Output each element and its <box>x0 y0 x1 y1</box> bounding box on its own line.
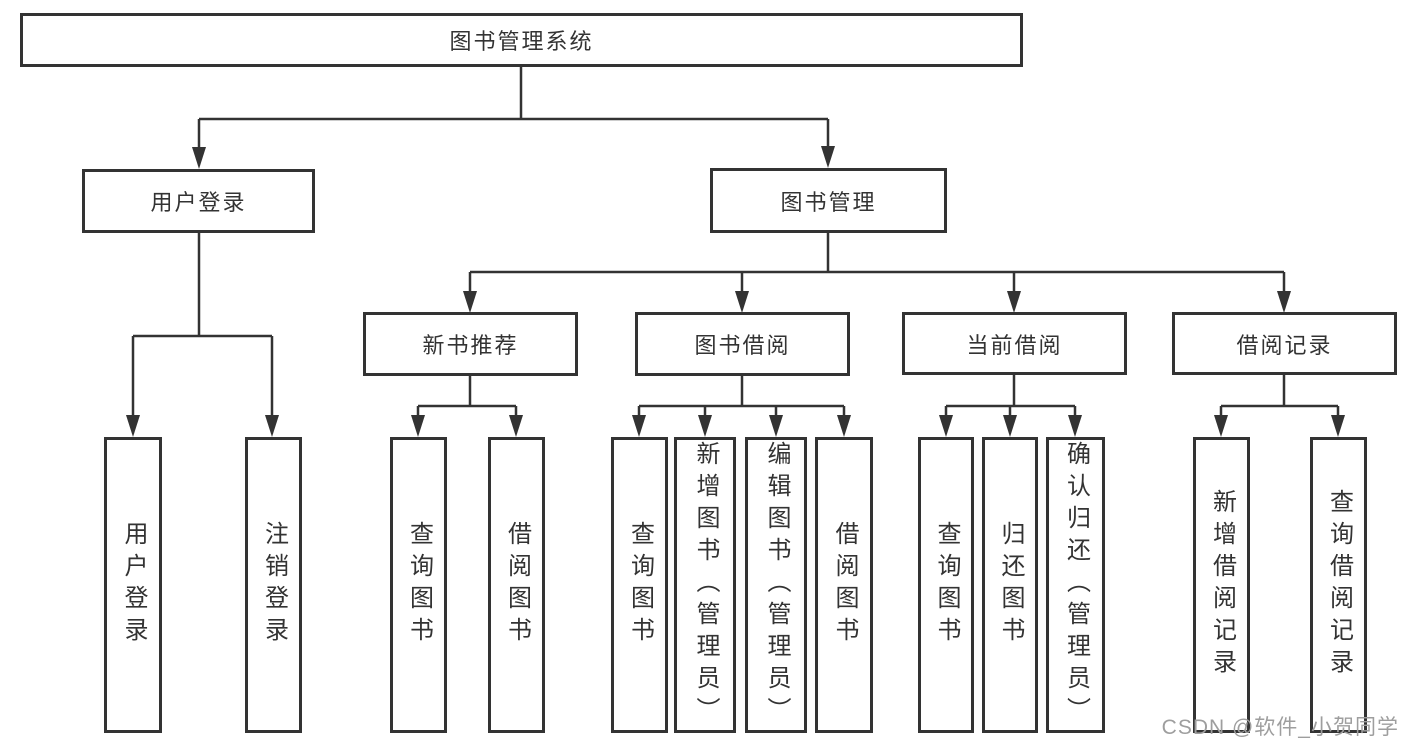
arrowhead-icon <box>1214 415 1228 437</box>
node-label: 新书推荐 <box>422 333 519 358</box>
node-book-borrowing: 图书借阅 <box>635 312 850 376</box>
arrowhead-icon <box>1003 415 1017 437</box>
arrowhead-icon <box>463 291 477 313</box>
node-leaf-return-book: 归还图书 <box>982 437 1038 733</box>
arrowhead-icon <box>698 415 712 437</box>
node-label: 查询图书 <box>626 521 654 649</box>
node-label: 借阅图书 <box>503 521 531 649</box>
arrowhead-icon <box>509 415 523 437</box>
arrowhead-icon <box>939 415 953 437</box>
node-leaf-query-book-3: 查询图书 <box>918 437 974 733</box>
arrowhead-icon <box>632 415 646 437</box>
node-label: 图书管理 <box>780 189 877 215</box>
connector-borrow-records-to-leaves <box>1219 375 1340 420</box>
node-label: 查询借阅记录 <box>1325 489 1353 681</box>
connector-user-login-to-leaves <box>131 233 274 420</box>
arrowhead-icon <box>126 415 140 437</box>
node-root: 图书管理系统 <box>20 13 1023 67</box>
node-leaf-confirm-return-admin: 确认归还（管理员） <box>1046 437 1105 733</box>
node-label: 确认归还（管理员） <box>1062 441 1090 729</box>
arrowhead-icon <box>411 415 425 437</box>
node-label: 用户登录 <box>120 521 147 649</box>
arrowhead-icon <box>192 147 206 169</box>
node-label: 编辑图书（管理员） <box>763 441 790 729</box>
node-current-borrowing: 当前借阅 <box>902 312 1127 375</box>
node-label: 借阅记录 <box>1236 332 1333 358</box>
node-label: 借阅图书 <box>831 521 858 649</box>
node-leaf-user-login: 用户登录 <box>104 437 162 733</box>
node-label: 注销登录 <box>260 521 288 649</box>
arrowhead-icon <box>821 146 835 168</box>
node-borrow-records: 借阅记录 <box>1172 312 1397 375</box>
node-label: 查询图书 <box>405 521 433 649</box>
node-leaf-edit-book-admin: 编辑图书（管理员） <box>745 437 807 733</box>
node-leaf-logout: 注销登录 <box>245 437 302 733</box>
arrowhead-icon <box>1007 291 1021 313</box>
node-user-login-group: 用户登录 <box>82 169 315 233</box>
arrowhead-icon <box>1331 415 1345 437</box>
connector-book-mgmt-to-level3 <box>468 233 1286 294</box>
node-leaf-query-book-1: 查询图书 <box>390 437 447 733</box>
node-leaf-query-borrow-record: 查询借阅记录 <box>1310 437 1367 733</box>
connector-new-book-rec-to-leaves <box>416 375 518 420</box>
node-label: 当前借阅 <box>966 332 1063 358</box>
csdn-watermark: CSDN @软件_小贺同学 <box>1161 716 1399 739</box>
connector-root-to-level2 <box>197 67 830 150</box>
node-label: 图书借阅 <box>694 333 791 358</box>
node-book-management: 图书管理 <box>710 168 947 233</box>
arrowhead-icon <box>1277 291 1291 313</box>
node-label: 新增图书（管理员） <box>692 441 719 729</box>
node-label: 归还图书 <box>997 521 1024 649</box>
arrowhead-icon <box>735 291 749 313</box>
node-leaf-borrow-book-2: 借阅图书 <box>815 437 873 733</box>
node-new-book-recommend: 新书推荐 <box>363 312 578 376</box>
node-label: 用户登录 <box>150 190 247 215</box>
arrowhead-icon <box>265 415 279 437</box>
arrowhead-icon <box>769 415 783 437</box>
node-label: 新增借阅记录 <box>1208 489 1236 681</box>
node-leaf-borrow-book-1: 借阅图书 <box>488 437 545 733</box>
node-leaf-add-borrow-record: 新增借阅记录 <box>1193 437 1250 733</box>
node-label: 图书管理系统 <box>449 29 594 54</box>
connector-current-borrow-to-leaves <box>944 375 1077 420</box>
arrowhead-icon <box>837 415 851 437</box>
node-leaf-add-book-admin: 新增图书（管理员） <box>674 437 736 733</box>
arrowhead-icon <box>1068 415 1082 437</box>
node-label: 查询图书 <box>933 521 960 649</box>
node-leaf-query-book-2: 查询图书 <box>611 437 668 733</box>
connector-book-borrow-to-leaves <box>637 375 846 420</box>
